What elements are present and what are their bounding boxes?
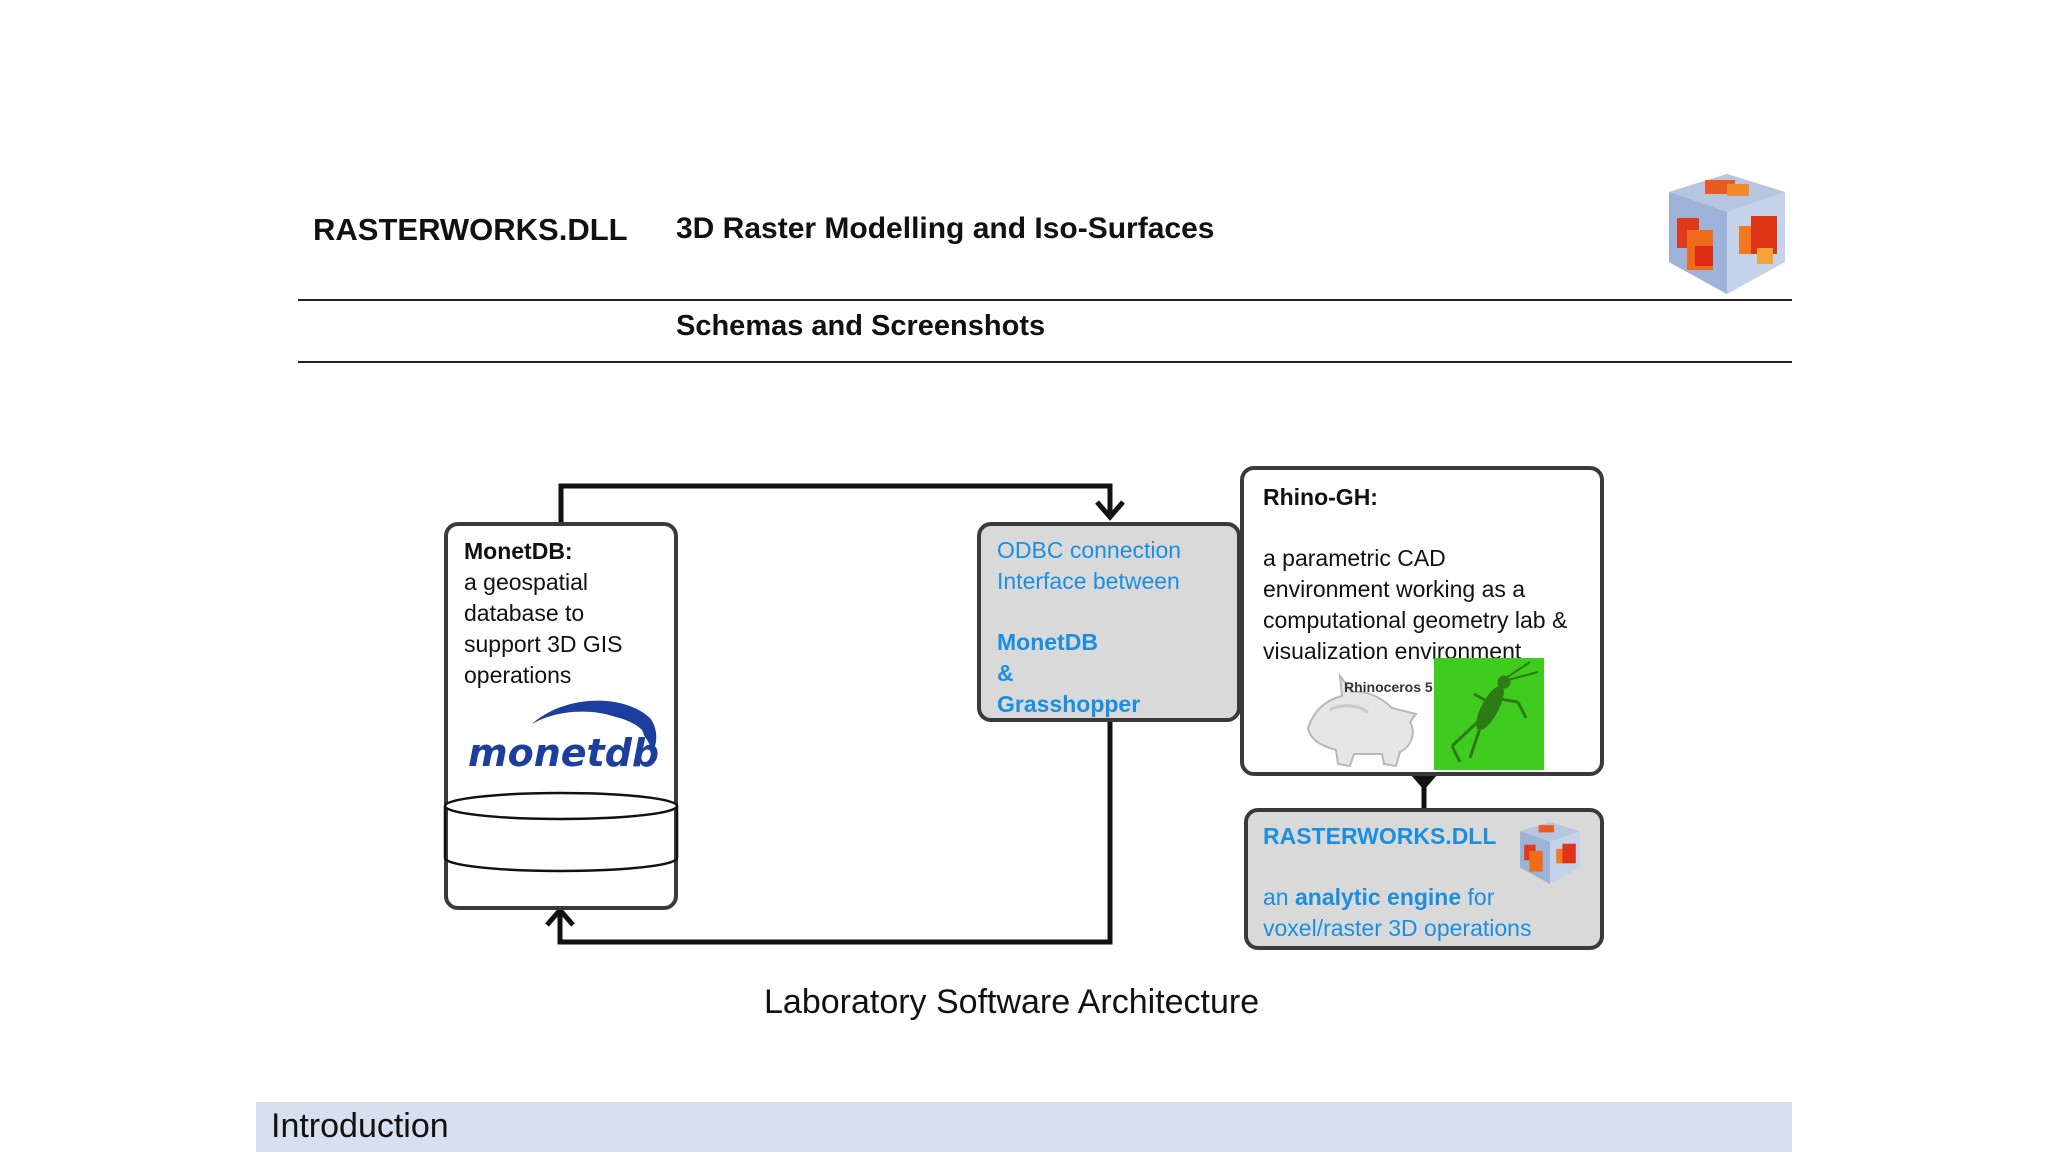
- odbc-grasshopper: Grasshopper: [997, 691, 1141, 717]
- monetdb-line-4: operations: [464, 662, 572, 688]
- voxel-cube-small-icon: [1520, 822, 1580, 884]
- odbc-line-1: ODBC connection: [997, 537, 1182, 563]
- rasterworks-prefix: an: [1263, 884, 1289, 910]
- monetdb-logo-text: monetdb: [468, 731, 659, 775]
- section-title: Schemas and Screenshots: [676, 310, 1046, 342]
- monetdb-logo-icon: monetdb: [468, 700, 659, 775]
- rhino-line-3: computational geometry lab &: [1263, 607, 1568, 633]
- rasterworks-bold: analytic engine: [1294, 884, 1462, 910]
- grasshopper-logo-icon: [1434, 658, 1544, 770]
- rasterworks-title: RASTERWORKS.DLL: [1263, 823, 1497, 849]
- rhino-line-1: a parametric CAD: [1263, 545, 1446, 571]
- monetdb-line-3: support 3D GIS: [464, 631, 623, 657]
- odbc-monetdb: MonetDB: [997, 629, 1098, 655]
- page-title: 3D Raster Modelling and Iso-Surfaces: [676, 212, 1215, 245]
- database-cylinder-icon: [443, 791, 679, 873]
- odbc-line-2: Interface between: [997, 568, 1180, 594]
- monetdb-title: MonetDB:: [464, 538, 573, 564]
- rasterworks-suffix: for: [1467, 884, 1495, 910]
- rasterworks-line-1: an analytic engine for: [1263, 882, 1494, 913]
- rhino-logo-icon: Rhinoceros 5: [1306, 672, 1433, 768]
- rhino-title: Rhino-GH:: [1263, 484, 1378, 510]
- monetdb-line-2: database to: [464, 600, 585, 626]
- header-rule-bottom: [298, 361, 1792, 363]
- header-rule-top: [298, 299, 1792, 301]
- odbc-box: [977, 522, 1241, 722]
- rhino-line-2: environment working as a: [1263, 576, 1526, 602]
- monetdb-line-1: a geospatial: [464, 569, 589, 595]
- footer-label: Introduction: [271, 1107, 449, 1145]
- rasterworks-line-2: voxel/raster 3D operations: [1263, 915, 1532, 941]
- footer-band: Introduction: [256, 1102, 1792, 1152]
- voxel-cube-logo-icon: [1669, 174, 1785, 294]
- rhino-logo-text: Rhinoceros 5: [1344, 679, 1433, 695]
- odbc-ampersand: &: [997, 660, 1014, 686]
- product-title: RASTERWORKS.DLL: [313, 212, 628, 247]
- diagram-caption: Laboratory Software Architecture: [764, 983, 1260, 1021]
